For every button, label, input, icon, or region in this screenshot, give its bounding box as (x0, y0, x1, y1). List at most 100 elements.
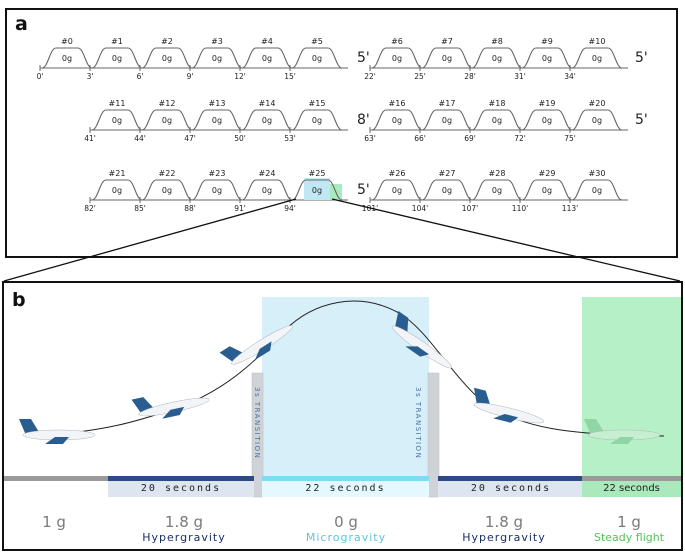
parabola-number: #14 (259, 99, 276, 108)
zero-g-label: 0g (162, 116, 172, 125)
parabola-number: #5 (311, 37, 323, 46)
phase-hyper-2: 1.8 g Hypergravity (454, 513, 554, 544)
zero-g-label: 0g (262, 54, 272, 63)
time-label: 50' (234, 134, 246, 143)
parabola-number: #17 (439, 99, 456, 108)
parabola-hump (471, 179, 523, 201)
zero-g-label: 0g (492, 186, 502, 195)
time-label: 82' (84, 204, 96, 213)
parabola-hump (91, 47, 143, 69)
g-value: 1.8 g (484, 513, 524, 531)
g-value: 1 g (42, 513, 66, 531)
phase-hyper-1: 1.8 g Hypergravity (134, 513, 234, 544)
zero-g-label: 0g (392, 54, 402, 63)
time-label: 69' (464, 134, 476, 143)
zero-g-label: 0g (312, 116, 322, 125)
parabola-number: #25 (309, 169, 326, 178)
parabola-number: #22 (159, 169, 176, 178)
phase-band-steady (582, 481, 681, 497)
phase-1g-start: 1 g (14, 513, 94, 531)
time-label: 66' (414, 134, 426, 143)
aircraft-wing (405, 346, 430, 357)
zero-g-label: 0g (392, 116, 402, 125)
parabola-number: #13 (209, 99, 226, 108)
phase-bar-hyper-1 (108, 476, 254, 481)
phase-micro: 0 g Microgravity (286, 513, 406, 544)
zero-g-label: 0g (262, 116, 272, 125)
parabola-hump (471, 109, 523, 131)
phase-name: Microgravity (305, 531, 387, 544)
phase-band-micro (262, 481, 429, 497)
time-label: 72' (514, 134, 526, 143)
microgravity-highlight (304, 178, 330, 200)
parabola-hump (371, 47, 423, 69)
panel-b-letter: b (12, 289, 26, 311)
time-label: 25' (414, 72, 426, 81)
parabola-hump (421, 109, 473, 131)
zero-g-label: 0g (312, 54, 322, 63)
transition-pillar-right (427, 372, 440, 498)
time-label: 110' (512, 204, 528, 213)
zero-g-label: 0g (112, 54, 122, 63)
zero-g-label: 0g (542, 186, 552, 195)
parabola-number: #23 (209, 169, 226, 178)
parabola-hump (91, 109, 143, 131)
zero-g-label: 0g (442, 116, 452, 125)
g-value: 1 g (617, 513, 641, 531)
parabola-number: #7 (441, 37, 453, 46)
zero-g-label: 0g (112, 116, 122, 125)
zero-g-label: 0g (592, 54, 602, 63)
parabola-hump (141, 109, 193, 131)
parabola-number: #16 (389, 99, 406, 108)
aircraft-sequence (19, 310, 661, 444)
parabola-hump (241, 109, 293, 131)
pause-duration-label: 5' (357, 182, 370, 198)
transition-label-right: 3s TRANSITION (414, 387, 422, 460)
parabola-hump (141, 47, 193, 69)
time-label: 31' (514, 72, 526, 81)
time-label: 9' (187, 72, 194, 81)
zero-g-label: 0g (442, 54, 452, 63)
time-label: 85' (134, 204, 146, 213)
parabola-hump (241, 47, 293, 69)
time-label: 94' (284, 204, 296, 213)
zero-g-label: 0g (162, 54, 172, 63)
zero-g-label: 0g (212, 116, 222, 125)
parabola-hump (41, 47, 93, 69)
phase-name: Hypergravity (142, 531, 226, 544)
parabola-number: #3 (211, 37, 223, 46)
transition-label-left: 3s TRANSITION (253, 387, 261, 460)
g-value: 1.8 g (164, 513, 204, 531)
parabola-hump (291, 179, 343, 201)
aircraft-wing (610, 437, 634, 444)
zero-g-label: 0g (392, 186, 402, 195)
parabola-hump (421, 47, 473, 69)
zero-g-label: 0g (592, 186, 602, 195)
time-label: 41' (84, 134, 96, 143)
time-label: 3' (87, 72, 94, 81)
transition-pillar-left (251, 372, 264, 498)
parabola-number: #2 (161, 37, 173, 46)
aircraft-tail (19, 419, 39, 433)
parabola-number: #15 (309, 99, 326, 108)
zero-g-label: 0g (542, 116, 552, 125)
pause-duration-label: 5' (635, 112, 648, 128)
time-label: 53' (284, 134, 296, 143)
parabola-number: #21 (109, 169, 126, 178)
parabola-number: #19 (539, 99, 556, 108)
zero-g-label: 0g (262, 186, 272, 195)
zero-g-label: 0g (162, 186, 172, 195)
phase-bar-micro (262, 476, 429, 481)
time-label: 75' (564, 134, 576, 143)
pause-duration-label: 5' (357, 50, 370, 66)
time-label: 63' (364, 134, 376, 143)
aircraft-tail (584, 419, 604, 433)
parabola-number: #11 (109, 99, 126, 108)
g-value: 0 g (334, 513, 358, 531)
aircraft (392, 310, 452, 369)
time-label: 107' (462, 204, 478, 213)
parabola-hump (291, 109, 343, 131)
time-label: 88' (184, 204, 196, 213)
parabola-number: #10 (589, 37, 606, 46)
parabola-number: #20 (589, 99, 606, 108)
